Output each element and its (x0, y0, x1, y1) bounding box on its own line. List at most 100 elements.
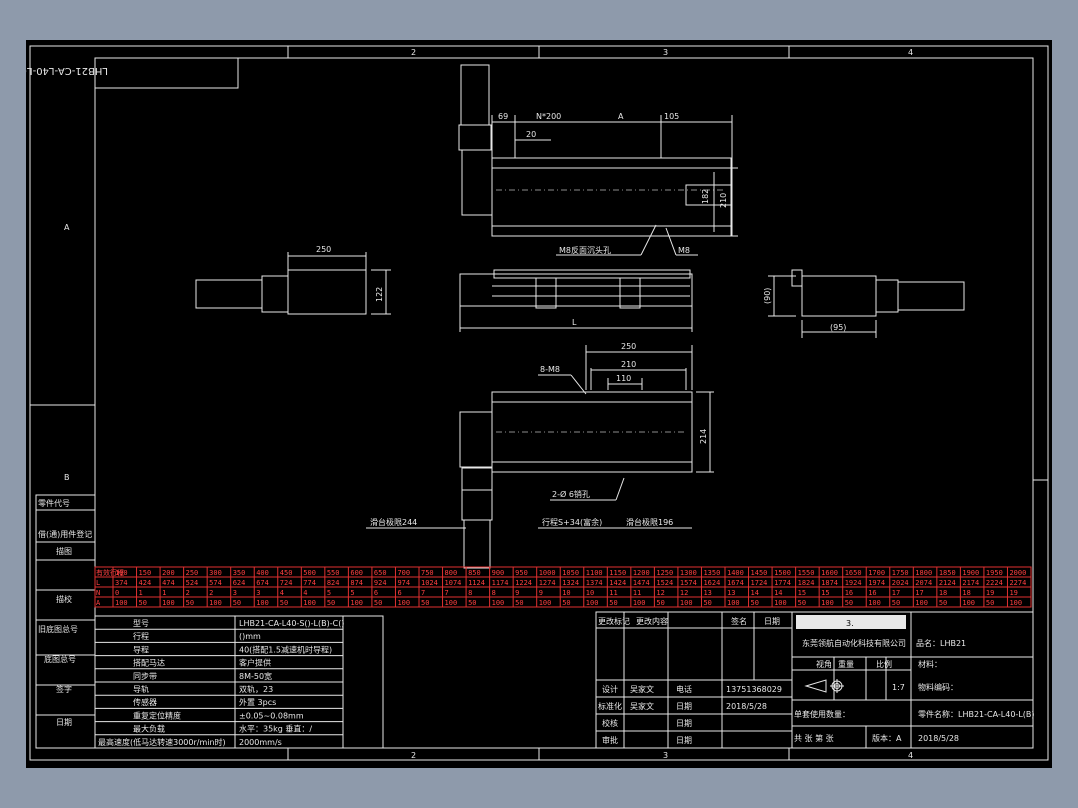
stroke-cell: 50 (327, 599, 335, 607)
stroke-cell: 9 (515, 589, 519, 597)
stroke-cell: 11 (609, 589, 617, 597)
dim-stroke: 行程S+34(富余) (542, 517, 602, 527)
stroke-cell: 100 (727, 599, 740, 607)
stroke-cell: 1950 (986, 569, 1003, 577)
stroke-cell: 700 (397, 569, 410, 577)
stroke-cell: 50 (139, 599, 147, 607)
stroke-cell: 100 (915, 599, 928, 607)
zone-top-4: 4 (908, 48, 913, 57)
stroke-cell: 924 (374, 579, 387, 587)
stroke-cell: 100 (115, 599, 128, 607)
stroke-cell: 400 (256, 569, 269, 577)
approval-k-0: 电话 (676, 684, 692, 694)
dim-side-250: 250 (316, 245, 331, 254)
approval-name-0: 吴家文 (630, 684, 654, 694)
stroke-cell: 50 (280, 599, 288, 607)
stroke-cell: 14 (774, 589, 782, 597)
dim-69: 69 (498, 112, 508, 121)
stroke-cell: 8 (492, 589, 496, 597)
stroke-cell: 724 (280, 579, 293, 587)
stroke-cell: 15 (798, 589, 806, 597)
stroke-cell: 674 (256, 579, 269, 587)
stroke-cell: 750 (421, 569, 434, 577)
stroke-cell: 500 (303, 569, 316, 577)
left-side-view: 250 122 (195, 245, 391, 315)
approval-role-0: 设计 (602, 684, 618, 694)
title-block: 3. 东莞领航自动化科技有限公司 品名：LHB21 视角 重量 比例 材料： 1… (791, 611, 1035, 749)
spec-value: 客户提供 (239, 658, 271, 668)
stroke-cell: 1650 (845, 569, 862, 577)
stroke-row-label: 有效行程 (96, 568, 124, 577)
strip-label-5: 底图总号 (44, 654, 76, 664)
stroke-cell: 100 (868, 599, 881, 607)
approval-role-1: 标准化 (598, 701, 622, 711)
strip-label-2: 描图 (56, 546, 72, 556)
dim-right-limit: 滑台极限196 (626, 517, 673, 527)
approval-name-1: 吴家文 (630, 701, 654, 711)
stroke-cell: 18 (939, 589, 947, 597)
stroke-cell: 1900 (962, 569, 979, 577)
stroke-cell: 874 (350, 579, 363, 587)
stroke-cell: 1550 (798, 569, 815, 577)
spec-value: LHB21-CA-L40-S()-L(B)-C() (239, 619, 344, 628)
dim-210: 210 (719, 193, 728, 208)
stroke-cell: 100 (962, 599, 975, 607)
stroke-cell: 350 (233, 569, 246, 577)
weight-label: 重量 (838, 659, 854, 669)
strip-label-1: 借(通)用件登记 (38, 529, 92, 539)
stroke-cell: 1700 (868, 569, 885, 577)
stroke-cell: 1850 (939, 569, 956, 577)
stroke-cell: 1574 (680, 579, 697, 587)
stroke-cell: 1724 (751, 579, 768, 587)
stroke-cell: 50 (751, 599, 759, 607)
stroke-cell: 100 (821, 599, 834, 607)
stroke-cell: 16 (845, 589, 853, 597)
stroke-cell: 7 (445, 589, 449, 597)
dim-182: 182 (701, 189, 710, 204)
stroke-cell: 12 (656, 589, 664, 597)
stroke-cell: 1150 (609, 569, 626, 577)
approval-v-1: 2018/5/28 (726, 702, 767, 711)
bottom-view: 250 210 110 8-M8 214 2-Ø 6销孔 滑台极限244 行程S… (366, 342, 714, 569)
stroke-cell: 2274 (1009, 579, 1026, 587)
stroke-cell: 250 (186, 569, 199, 577)
spec-key: 同步带 (133, 672, 157, 681)
stroke-cell: 374 (115, 579, 128, 587)
stroke-cell: 100 (774, 599, 787, 607)
stroke-cell: 1424 (609, 579, 626, 587)
stroke-cell: 10 (562, 589, 570, 597)
stroke-cell: 1 (162, 589, 166, 597)
stroke-cell: 16 (868, 589, 876, 597)
stroke-cell: 1800 (915, 569, 932, 577)
spec-value: 40(搭配1.5减速机时导程) (239, 644, 332, 654)
stroke-cell: 13 (703, 589, 711, 597)
company-name: 东莞领航自动化科技有限公司 (802, 638, 906, 648)
stroke-cell: 0 (115, 589, 119, 597)
note-m8-countersink: M8反面沉头孔 (559, 245, 611, 255)
stroke-cell: 550 (327, 569, 340, 577)
stroke-row-label: L (96, 579, 100, 587)
stroke-cell: 12 (680, 589, 688, 597)
stroke-cell: 1974 (868, 579, 885, 587)
left-strip-table: 零件代号 借(通)用件登记 描图 描校 旧底图总号 底图总号 签字 日期 (35, 494, 96, 749)
stroke-cell: 7 (421, 589, 425, 597)
stroke-cell: 50 (233, 599, 241, 607)
stroke-cell: 2174 (962, 579, 979, 587)
dim-bot-210: 210 (621, 360, 636, 369)
dim-20: 20 (526, 130, 536, 139)
stroke-cell: 1824 (798, 579, 815, 587)
stroke-cell: 974 (397, 579, 410, 587)
dim-m8: M8 (678, 246, 690, 255)
stroke-cell: 1750 (892, 569, 909, 577)
stroke-cell: 100 (539, 599, 552, 607)
stroke-cell: 50 (515, 599, 523, 607)
part-code-label: 物料编码： (918, 682, 958, 692)
stroke-cell: 150 (139, 569, 152, 577)
stroke-cell: 100 (1009, 599, 1022, 607)
stroke-cell: 100 (162, 599, 175, 607)
stroke-cell: 100 (445, 599, 458, 607)
spec-value: ()mm (239, 632, 261, 641)
stroke-cell: 1324 (562, 579, 579, 587)
stroke-cell: 50 (421, 599, 429, 607)
stroke-cell: 800 (445, 569, 458, 577)
